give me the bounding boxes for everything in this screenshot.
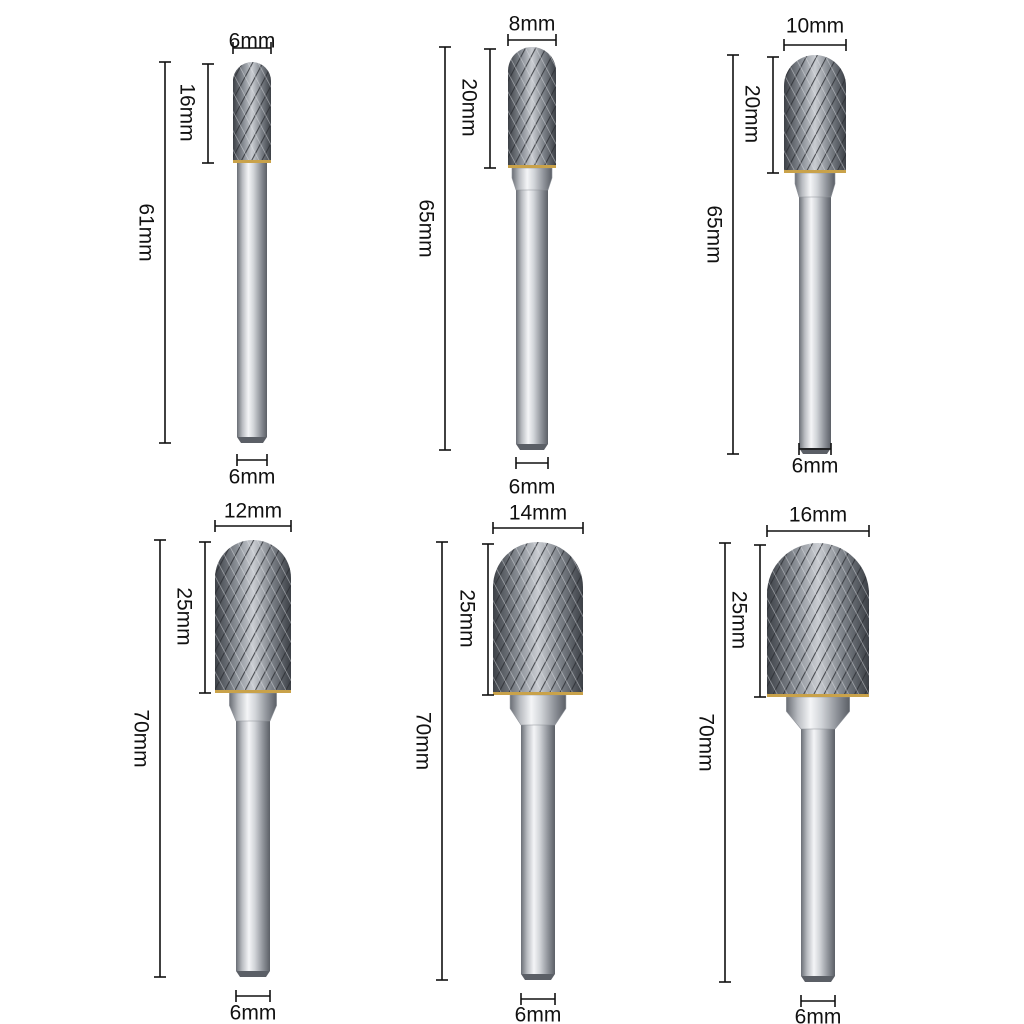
cutting-flutes-highlight [215,540,291,693]
total-length-label: 61mm [134,203,157,261]
shank-diameter-label: 6mm [229,466,276,489]
head-diameter-label: 16mm [789,504,847,527]
burr-10mm-head: 10mm 6mm 20mm 65mm [702,15,847,478]
braze-band [233,160,271,163]
shank [516,190,548,444]
neck [511,167,553,191]
head-length-label: 20mm [740,85,763,143]
shank [236,721,270,971]
head-diameter-label: 14mm [509,502,567,525]
head-diameter-label: 6mm [229,30,276,53]
cutting-flutes-highlight [767,543,869,697]
shank [521,725,555,974]
cutting-flutes-highlight [493,542,583,695]
head-diameter-label: 10mm [786,15,844,38]
total-length-label: 70mm [411,712,434,770]
shank-chamfer [801,976,835,982]
shank-chamfer [521,974,555,980]
total-length-label: 65mm [414,199,437,257]
burr-12mm-head: 12mm 6mm 25mm 70mm [129,500,292,1024]
shank [801,729,835,976]
shank [799,197,831,448]
braze-band [767,694,869,697]
shank-diameter-label: 6mm [230,1002,277,1024]
cutting-flutes-highlight [508,47,556,168]
head-diameter-label: 8mm [509,13,556,36]
total-length-label: 70mm [694,713,717,771]
shank-chamfer [237,437,267,443]
neck [786,696,850,730]
braze-band [493,692,583,695]
head-diameter-label: 12mm [224,500,282,523]
braze-band [215,690,291,693]
braze-band [784,170,846,173]
cutting-flutes-highlight [784,55,846,173]
head-length-label: 16mm [175,83,198,141]
burr-6mm-head: 6mm 6mm 16mm 61mm [134,30,275,489]
cutting-flutes-highlight [233,62,271,163]
head-length-label: 25mm [172,587,195,645]
braze-band [508,165,556,168]
shank-chamfer [516,444,548,450]
shank-diameter-label: 6mm [515,1004,562,1024]
total-length-label: 70mm [129,709,152,767]
shank-diameter-label: 6mm [509,476,556,499]
neck [794,172,836,198]
burr-16mm-head: 16mm 6mm 25mm 70mm [694,504,870,1024]
burr-14mm-head: 14mm 6mm 25mm 70mm [411,502,584,1024]
burr-8mm-head: 8mm 6mm 20mm 65mm [414,13,557,499]
shank [237,163,267,437]
neck [509,694,567,726]
head-length-label: 25mm [727,591,750,649]
shank-diameter-label: 6mm [792,455,839,478]
head-length-label: 25mm [455,589,478,647]
head-length-label: 20mm [457,78,480,136]
neck [229,692,277,722]
total-length-label: 65mm [702,205,725,263]
shank-diameter-label: 6mm [795,1006,842,1024]
shank-chamfer [236,971,270,977]
